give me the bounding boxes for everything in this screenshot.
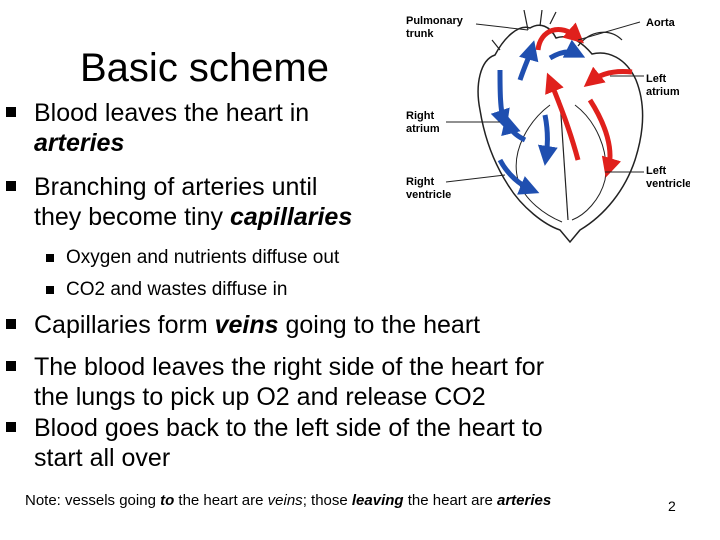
- bullet-1-emphasis-word: arteries: [34, 129, 125, 157]
- label-left-ventricle-1: Left: [646, 165, 667, 177]
- label-right-atrium-1: Right: [406, 110, 434, 122]
- bullet-4-continuation: the lungs to pick up O2 and release CO2: [34, 383, 486, 411]
- bullet-2-continuation: they become tiny capillaries: [34, 202, 352, 232]
- vessel-outline-1: [523, 10, 557, 31]
- sub-bullet-square-icon: [46, 286, 54, 294]
- bullet-3-post: going to the heart: [278, 311, 481, 339]
- heart-inner-wall-left: [571, 104, 607, 221]
- label-aorta: Aorta: [646, 17, 676, 29]
- label-left-ventricle-2: ventricle: [646, 178, 690, 190]
- slide-title: Basic scheme: [80, 46, 329, 90]
- note-emph-leaving: leaving: [351, 492, 404, 509]
- bullet-3-text: Capillaries form veins going to the hear…: [34, 310, 480, 340]
- bullet-square-icon: [6, 422, 16, 432]
- note-emph-to: to: [160, 492, 175, 509]
- bullet-4-text: The blood leaves the right side of the h…: [34, 353, 545, 381]
- red-arrow-up-left: [545, 72, 581, 161]
- bullet-5-continuation: start all over: [34, 444, 171, 472]
- red-arrow-left-atrium: [583, 66, 633, 87]
- label-pulmonary-trunk-1: Pulmonary: [406, 15, 464, 27]
- sub-bullet-square-icon: [46, 254, 54, 262]
- red-arrow-left-ventricle: [587, 98, 622, 178]
- bullet-5-text: Blood goes back to the left side of the …: [34, 414, 543, 442]
- bullet-square-icon: [6, 319, 16, 329]
- bullet-1-text: Blood leaves the heart in: [34, 99, 310, 127]
- heart-outline: [477, 24, 644, 244]
- note-part-2: the heart are: [174, 492, 268, 509]
- footnote: Note: vessels going to the heart are vei…: [25, 491, 551, 511]
- leader-right-ventricle: [445, 174, 506, 183]
- heart-diagram: Pulmonary trunk Aorta Left atrium Right …: [406, 10, 690, 244]
- label-pulmonary-trunk-2: trunk: [406, 28, 434, 40]
- bullet-square-icon: [6, 181, 16, 191]
- bullet-2-text: Branching of arteries until: [34, 173, 318, 201]
- note-part-4: the heart are: [403, 492, 497, 509]
- blue-arrow-right-atrium: [501, 114, 527, 143]
- label-left-atrium-2: atrium: [646, 86, 680, 98]
- bullet-square-icon: [6, 107, 16, 117]
- blue-arrow-pulmonary: [517, 40, 539, 81]
- sub-bullet-2-text: CO2 and wastes diffuse in: [66, 279, 288, 300]
- bullet-3-emphasis-word: veins: [214, 311, 279, 339]
- bullet-3-pre: Capillaries form: [34, 311, 215, 339]
- blue-arrow-right-ventricle: [537, 114, 558, 166]
- red-arrow-aorta: [535, 22, 584, 51]
- label-right-atrium-2: atrium: [406, 123, 440, 135]
- leader-aorta: [577, 21, 641, 41]
- note-part-3: ; those: [302, 492, 352, 509]
- label-right-ventricle-1: Right: [406, 176, 434, 188]
- label-left-atrium-1: Left: [646, 73, 667, 85]
- bullet-2-cont-text: they become tiny: [34, 203, 230, 231]
- leader-pulmonary-trunk: [475, 23, 529, 31]
- label-right-ventricle-2: ventricle: [406, 189, 451, 201]
- note-emph-arteries: arteries: [496, 492, 552, 509]
- sub-bullet-1-text: Oxygen and nutrients diffuse out: [66, 247, 340, 268]
- page-number: 2: [668, 498, 676, 514]
- note-part-1: Note: vessels going: [25, 492, 161, 509]
- blue-arrow-pulmonary-right: [548, 39, 586, 61]
- note-emph-veins: veins: [267, 492, 303, 509]
- bullet-square-icon: [6, 361, 16, 371]
- bullet-1-emphasis: arteries: [34, 128, 124, 158]
- bullet-2-emphasis-word: capillaries: [229, 203, 353, 231]
- blue-arrow-lower: [497, 158, 540, 195]
